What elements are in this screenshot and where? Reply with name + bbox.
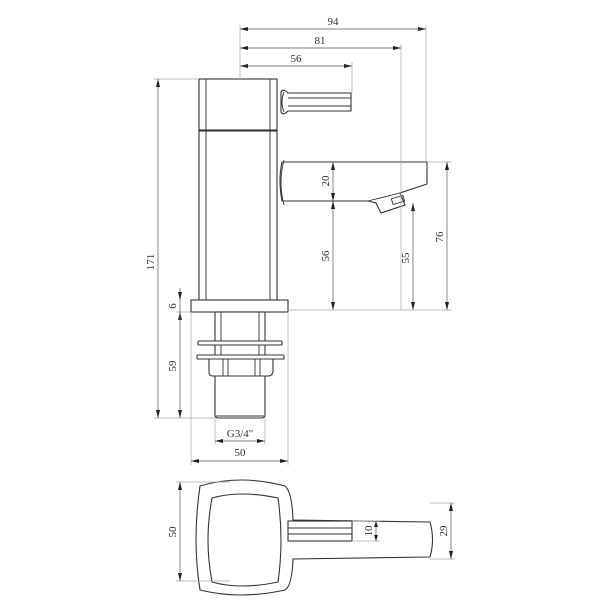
side-view	[190, 78, 428, 419]
shank-upper	[214, 311, 266, 357]
dim-handle-width: 10	[363, 525, 375, 537]
dim-overall-height: 171	[145, 254, 157, 271]
top-handle	[287, 520, 353, 542]
spout	[279, 161, 428, 214]
dim-spout-top-height: 76	[434, 231, 446, 243]
dim-handle-reach: 56	[291, 53, 303, 65]
side-dimensions: 94 81 56 171 6 59 20 56 55	[145, 16, 452, 465]
aerator-outlet	[390, 194, 406, 206]
dim-spout-underside-height: 56	[320, 250, 332, 262]
body-upper	[198, 78, 278, 131]
dim-overall-depth: 50	[167, 526, 179, 538]
dim-spout-thickness: 20	[320, 175, 332, 187]
nut	[208, 358, 274, 377]
handle-collar	[281, 91, 285, 113]
threaded-tail	[214, 375, 266, 419]
dim-thread-size: G3/4"	[227, 428, 254, 440]
handle-lever	[280, 89, 352, 115]
washer-lower	[196, 354, 285, 360]
dim-base-thickness: 6	[167, 303, 179, 309]
top-view: 50 10 29	[167, 479, 455, 596]
dim-outlet-height: 55	[400, 252, 412, 264]
dim-lever-reach: 81	[315, 35, 326, 47]
body-lower	[198, 130, 278, 301]
spout-collar	[280, 159, 285, 206]
top-body-inner	[207, 493, 282, 587]
aerator-line	[367, 192, 401, 202]
dim-base-width: 50	[235, 447, 247, 459]
dim-spout-reach: 94	[328, 16, 340, 28]
dim-shank-length: 59	[167, 360, 179, 372]
base-plate	[190, 299, 289, 313]
dim-spout-width: 29	[438, 525, 450, 537]
washer-upper	[197, 340, 283, 346]
